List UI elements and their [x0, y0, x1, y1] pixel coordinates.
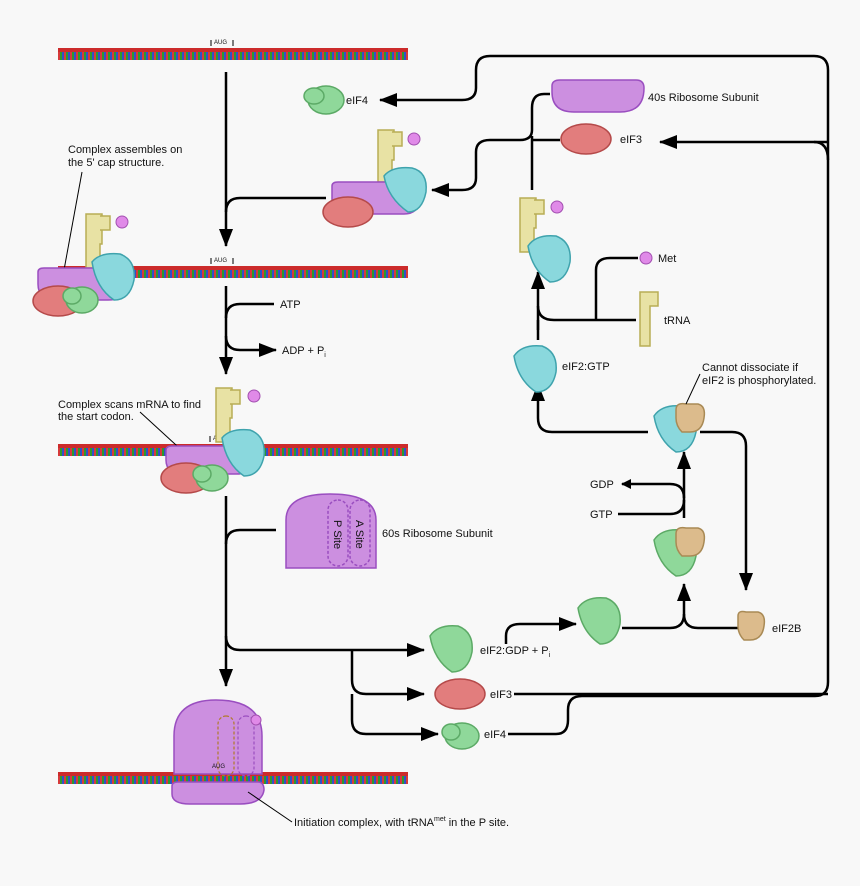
ribosome-40s-label: 40s Ribosome Subunit — [648, 92, 759, 104]
atp-label: ATP — [280, 299, 301, 311]
eif2-gtp — [513, 344, 557, 393]
assemble-pointer — [63, 171, 83, 271]
aug-marker-2: AUG — [210, 258, 234, 264]
eif3-bottom-label: eIF3 — [490, 689, 512, 701]
mrna-strand-2 — [58, 266, 408, 278]
ribosome-60s-label: 60s Ribosome Subunit — [382, 528, 493, 540]
preinitiation-complex-1 — [322, 129, 427, 228]
cannot-note-line1: Cannot dissociate if — [702, 362, 799, 374]
eif2-gdp-eif2b-complex — [653, 526, 706, 577]
assemble-note-line1: Complex assembles on — [68, 144, 182, 156]
aug-marker-1: AUG — [210, 40, 234, 46]
main-flow-arrows — [219, 72, 439, 741]
eif2b-label: eIF2B — [772, 623, 801, 635]
eif3-top-label: eIF3 — [620, 134, 642, 146]
initiation-complex-label: Initiation complex, with tRNAmet in the … — [294, 816, 509, 829]
trna-molecule — [639, 291, 659, 347]
aug-label-4: AUG — [212, 764, 225, 770]
eif4-bottom-label: eIF4 — [484, 729, 506, 741]
eif4-top-label: eIF4 — [346, 95, 368, 107]
complex-on-mrna-2 — [32, 213, 135, 317]
gtp-label: GTP — [590, 509, 613, 521]
a-site-label: A Site — [353, 520, 365, 549]
scan-note-line1: Complex scans mRNA to find — [58, 399, 201, 411]
aug-label-2: AUG — [214, 258, 227, 264]
met-label: Met — [658, 253, 676, 265]
eif4-top — [303, 85, 345, 115]
aug-label-1: AUG — [214, 40, 227, 46]
eif2-gdp — [429, 624, 473, 673]
mrna-strand-1 — [58, 48, 408, 60]
eif2-green — [577, 596, 621, 645]
adp-label: ADP + Pi — [282, 345, 326, 359]
trna-label: tRNA — [664, 315, 691, 327]
eif2-eif2b-complex — [653, 402, 706, 453]
ribosome-60s: P Site A Site — [285, 493, 377, 569]
eif3-bottom — [434, 678, 486, 710]
cannot-note-line2: eIF2 is phosphorylated. — [702, 375, 816, 387]
gdp-label: GDP — [590, 479, 614, 491]
initiation-complex: AUG — [171, 699, 265, 805]
eif4-bottom — [441, 722, 480, 750]
met-molecule — [639, 251, 653, 265]
trna-eif2-complex — [519, 197, 571, 283]
eif2-gdp-label: eIF2:GDP + Pi — [480, 645, 551, 659]
complex-on-mrna-3 — [160, 387, 265, 494]
init-pointer — [247, 791, 293, 823]
ribosome-40s — [551, 79, 645, 113]
eif3-top — [560, 123, 612, 155]
assemble-note-line2: the 5' cap structure. — [68, 157, 164, 169]
scan-note-line2: the start codon. — [58, 411, 134, 423]
eif2b — [737, 610, 766, 641]
eif2-gtp-label: eIF2:GTP — [562, 361, 610, 373]
cannot-pointer — [685, 373, 701, 405]
p-site-label: P Site — [331, 520, 343, 549]
recycle-loop — [379, 54, 830, 736]
